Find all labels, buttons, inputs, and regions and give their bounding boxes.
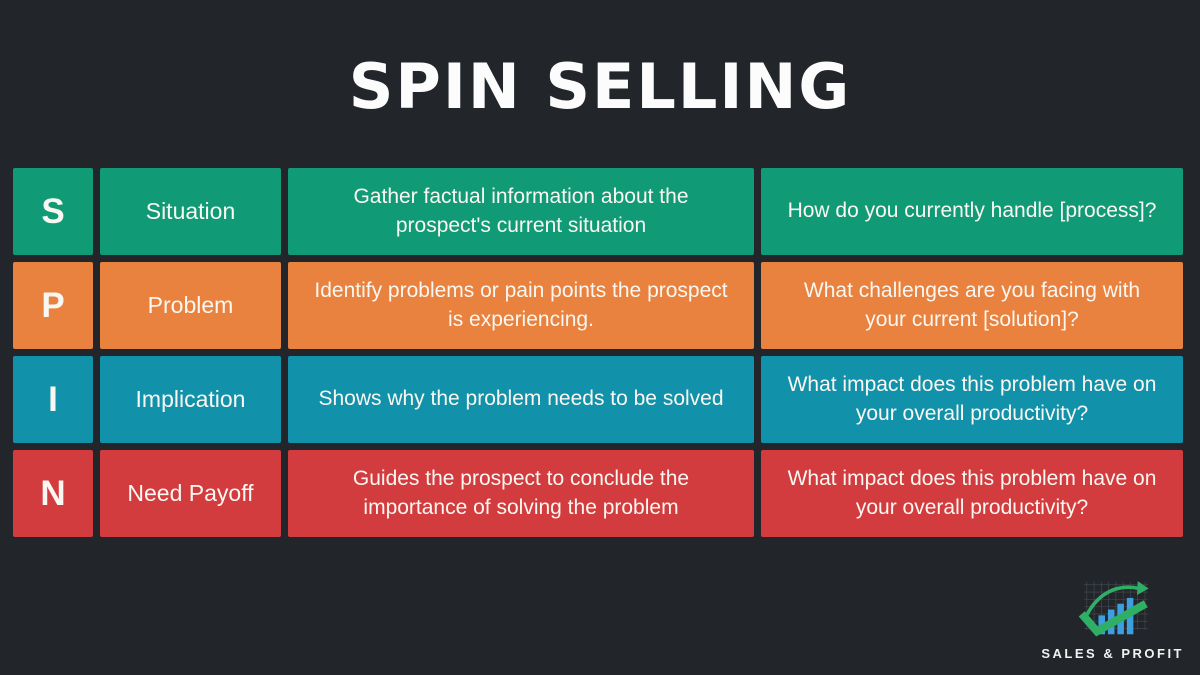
cell-n-description: Guides the prospect to conclude the impo… — [288, 450, 754, 537]
cell-s-question: How do you currently handle [process]? — [761, 168, 1183, 255]
growth-arrow-head-icon — [1136, 581, 1149, 595]
cell-i-letter: I — [13, 356, 93, 443]
cell-s-letter: S — [13, 168, 93, 255]
checkmark-swoosh-icon — [1078, 600, 1148, 637]
cell-s-description: Gather factual information about the pro… — [288, 168, 754, 255]
cell-p-question: What challenges are you facing with your… — [761, 262, 1183, 349]
growth-arrow-curve-icon — [1081, 585, 1140, 622]
cell-n-letter: N — [13, 450, 93, 537]
cell-n-question: What impact does this problem have on yo… — [761, 450, 1183, 537]
sales-profit-logo-icon — [1078, 581, 1149, 637]
cell-p-label: Problem — [100, 262, 281, 349]
cell-n-label: Need Payoff — [100, 450, 281, 537]
cell-p-description: Identify problems or pain points the pro… — [288, 262, 754, 349]
cell-i-question: What impact does this problem have on yo… — [761, 356, 1183, 443]
cell-p-letter: P — [13, 262, 93, 349]
brand-logo: SALES & PROFIT — [1041, 579, 1184, 661]
spin-table: S Situation Gather factual information a… — [13, 168, 1183, 537]
brand-logo-text: SALES & PROFIT — [1041, 646, 1184, 661]
cell-s-label: Situation — [100, 168, 281, 255]
cell-i-label: Implication — [100, 356, 281, 443]
page-title: SPIN SELLING — [348, 50, 852, 123]
cell-i-description: Shows why the problem needs to be solved — [288, 356, 754, 443]
